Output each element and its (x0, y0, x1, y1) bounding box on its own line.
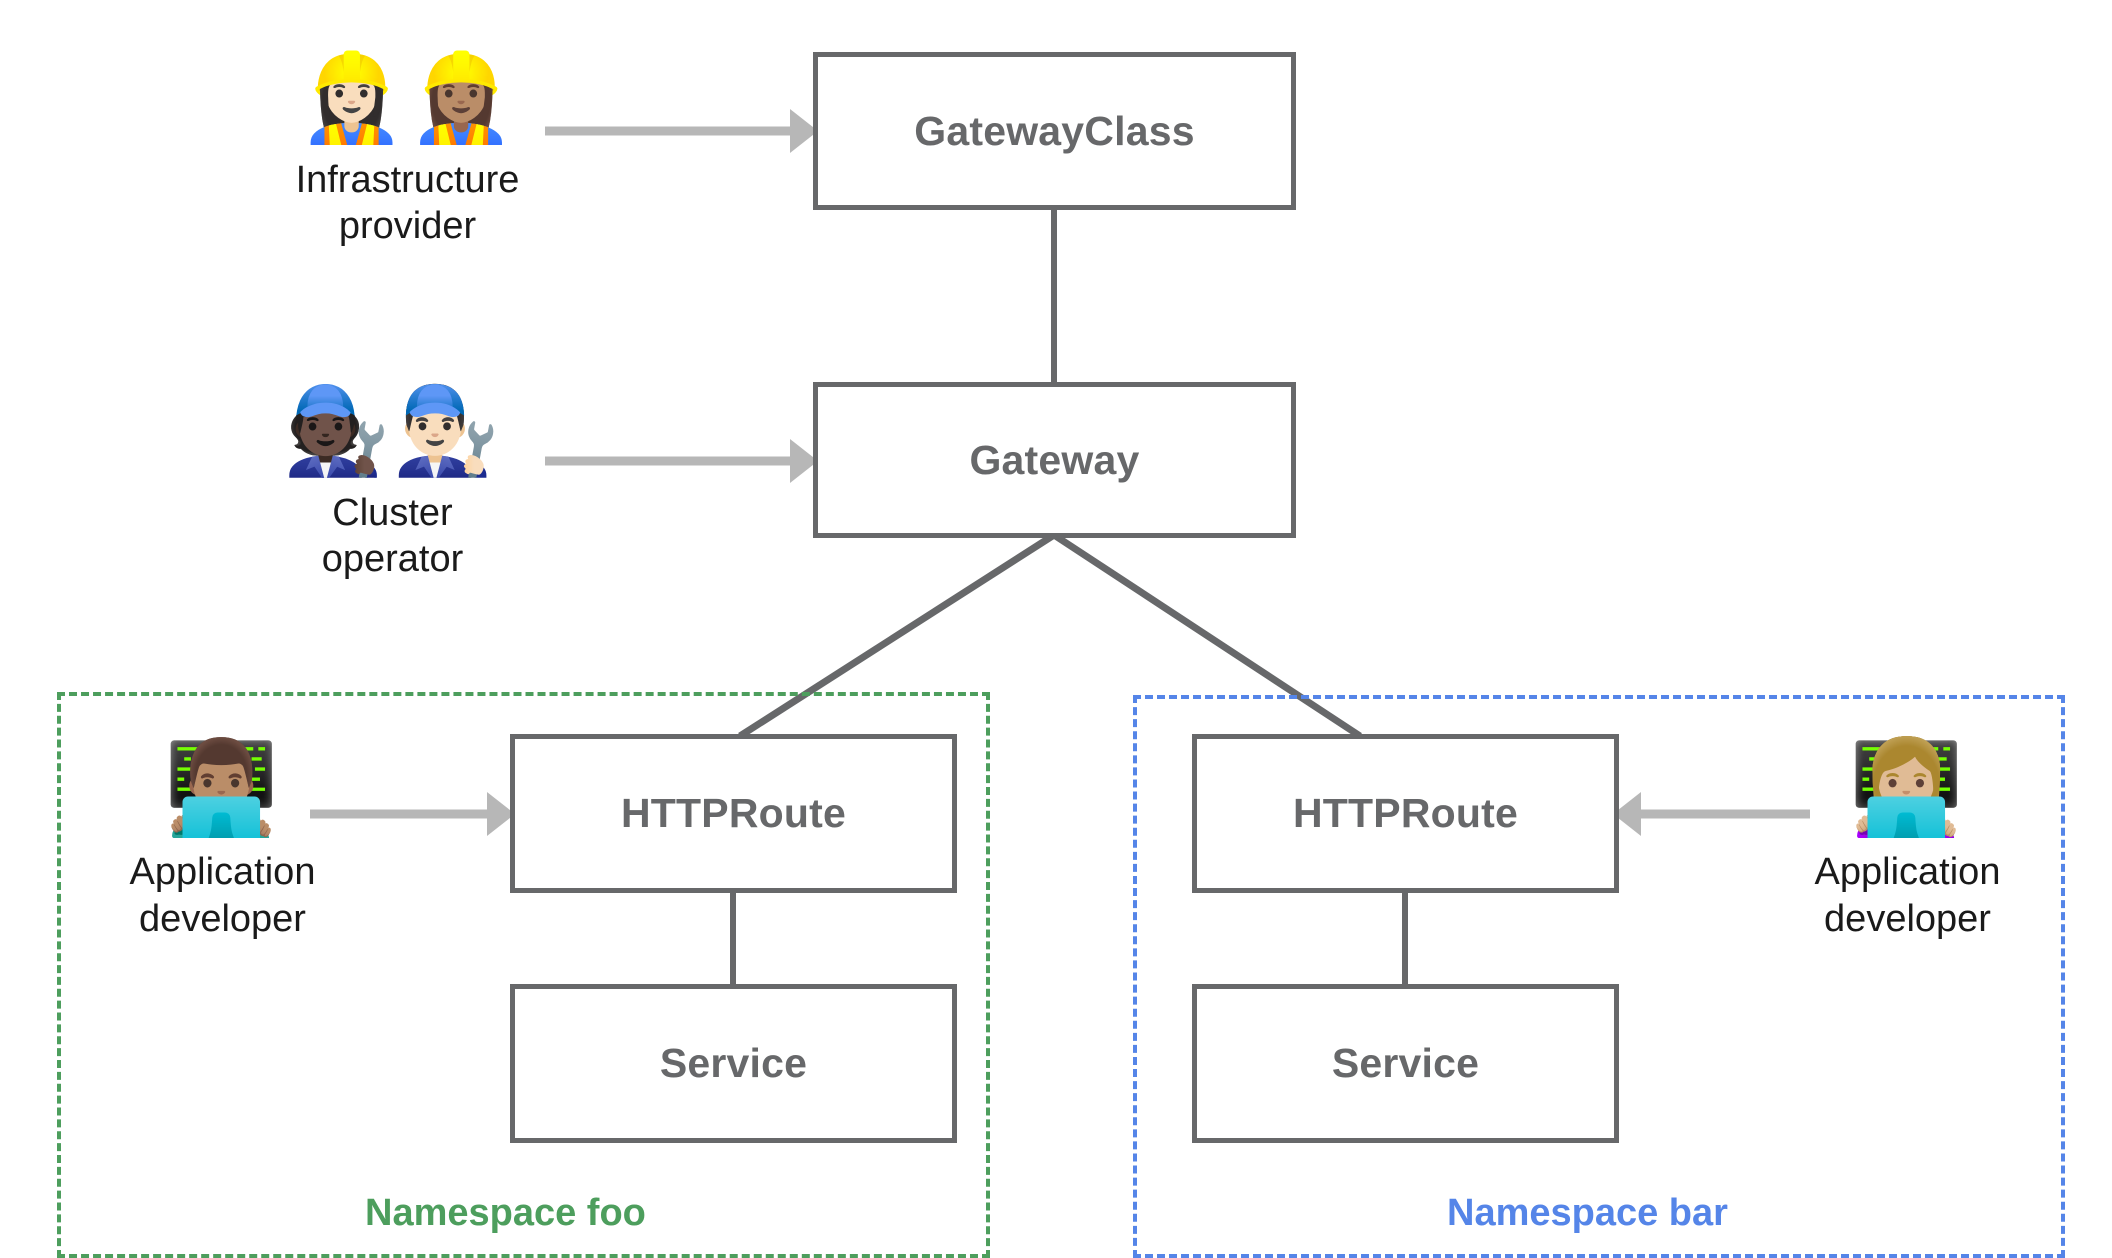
namespace-bar-label: Namespace bar (1447, 1192, 1728, 1234)
service-bar-label: Service (1331, 1040, 1480, 1086)
gatewayclass-label: GatewayClass (914, 107, 1195, 154)
persona-application-developer-bar-label: Application developer (1814, 851, 2001, 940)
persona-application-developer-bar: 👩🏼‍💻 Application developer (1795, 738, 2020, 942)
namespace-foo-container (57, 692, 990, 1258)
namespace-bar-container (1133, 695, 2065, 1258)
namespace-foo-label: Namespace foo (365, 1192, 646, 1234)
service-foo-label: Service (659, 1040, 808, 1086)
persona-infrastructure-provider-label: Infrastructure provider (295, 158, 520, 248)
httproute-foo-box[interactable]: HTTPRoute (510, 734, 957, 893)
service-foo-box[interactable]: Service (510, 984, 957, 1143)
persona-cluster-operator-label: Cluster operator (321, 491, 464, 581)
gateway-label: Gateway (969, 436, 1140, 483)
gateway-box[interactable]: Gateway (813, 382, 1296, 538)
gatewayclass-box[interactable]: GatewayClass (813, 52, 1296, 210)
mechanic-icon: 🧑🏿‍🔧👨🏻‍🔧 (283, 381, 502, 481)
persona-cluster-operator: 🧑🏿‍🔧👨🏻‍🔧 Cluster operator (250, 385, 535, 583)
httproute-bar-label: HTTPRoute (1293, 790, 1518, 836)
persona-infrastructure-provider: 👷🏻‍♀️👷🏽‍♀️ Infrastructure provider (265, 52, 550, 250)
persona-application-developer-foo: 👨🏽‍💻 Application developer (110, 738, 335, 942)
arrow-cluster-operator (545, 439, 818, 483)
construction-worker-icon: 👷🏻‍♀️👷🏽‍♀️ (298, 48, 517, 148)
technologist-icon: 👨🏽‍💻 (164, 734, 281, 841)
arrow-infrastructure-provider (545, 109, 818, 153)
httproute-foo-label: HTTPRoute (621, 790, 846, 836)
technologist-icon: 👩🏼‍💻 (1849, 734, 1966, 841)
persona-application-developer-foo-label: Application developer (129, 851, 316, 940)
service-bar-box[interactable]: Service (1192, 984, 1619, 1143)
httproute-bar-box[interactable]: HTTPRoute (1192, 734, 1619, 893)
